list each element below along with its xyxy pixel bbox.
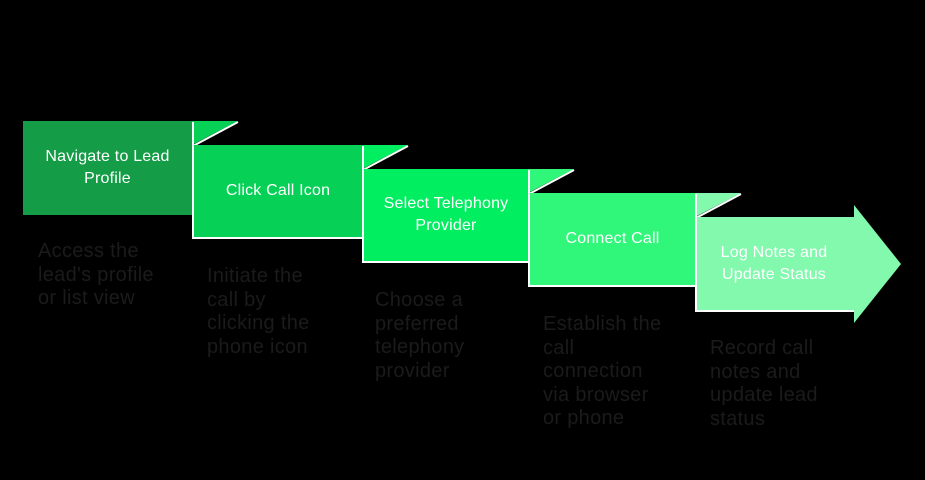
step-description: Establish the call connection via browse…	[543, 313, 662, 430]
arrow-edge-line	[695, 217, 854, 312]
step-box-log-notes-and-update-status: Log Notes and Update Status	[695, 217, 853, 311]
step-box-click-call-icon: Click Call Icon	[192, 145, 362, 239]
step-title: Log Notes and Update Status	[720, 243, 828, 283]
arrow-shape	[695, 205, 901, 323]
step-title: Connect Call	[565, 229, 660, 247]
step-title: Click Call Icon	[225, 181, 331, 199]
step-description: Access the lead's profile or list view	[38, 240, 154, 310]
step-box-navigate-to-lead-profile: Navigate to Lead Profile	[23, 121, 192, 215]
step-box-connect-call: Connect Call	[528, 193, 695, 287]
step-title: Navigate to Lead Profile	[45, 147, 170, 187]
step-title: Select Telephony Provider	[383, 194, 509, 234]
arrow-fill	[696, 205, 901, 323]
step-description: Choose a preferred telephony provider	[375, 289, 465, 382]
step-description: Record call notes and update lead status	[710, 337, 818, 430]
step-box-select-telephony-provider: Select Telephony Provider	[362, 169, 528, 263]
step-description: Initiate the call by clicking the phone …	[207, 265, 310, 358]
fold-corner-shape	[362, 145, 409, 171]
fold-corner-shape	[192, 121, 239, 147]
fold-corner-shape	[528, 169, 575, 195]
